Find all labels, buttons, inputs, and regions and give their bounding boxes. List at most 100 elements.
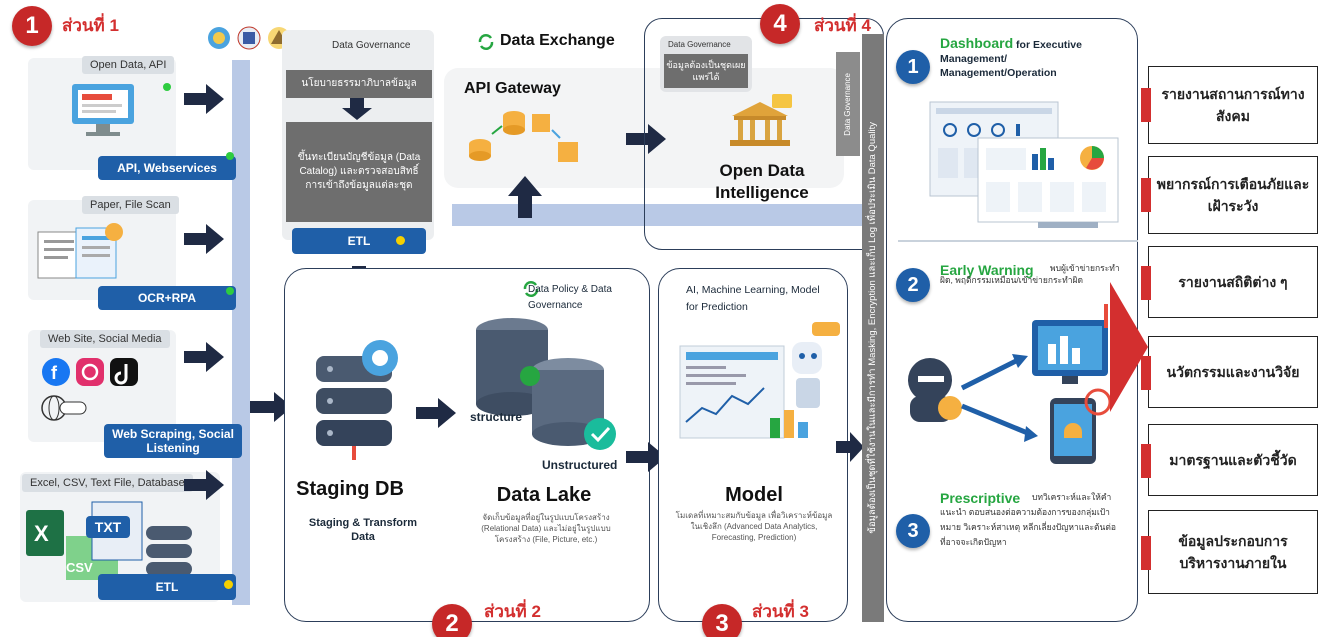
- section-3-badge: 3: [702, 604, 742, 637]
- arrow-right-icon: [250, 392, 292, 422]
- governance-header: Data Governance: [332, 40, 411, 51]
- open-data-title-line2: Intelligence: [715, 183, 809, 202]
- section-1-label: ส่วนที่ 1: [62, 16, 119, 35]
- result-marker: [1141, 536, 1151, 570]
- data-quality-text: ข้อมูลต้องเป็นชุดที่ใช้งานในและมีการทำ M…: [867, 122, 878, 534]
- status-dot: [226, 152, 234, 160]
- exchange-bus: [452, 204, 872, 226]
- open-data-title-line1: Open Data: [719, 161, 805, 180]
- arrow-right-icon: [836, 432, 864, 462]
- prescriptive-title: Prescriptive: [940, 490, 1021, 506]
- txt-label: TXT: [86, 516, 130, 538]
- model-title: Model: [725, 484, 783, 506]
- result-forecast-warning: พยากรณ์การเตือนภัยและเฝ้าระวัง: [1148, 156, 1318, 234]
- prescriptive-desc: บทวิเคราะห์และให้คำแนะนำ ตอบสนองต่อความต…: [940, 492, 1116, 547]
- result-marker: [1141, 88, 1151, 122]
- sync-icon: [523, 281, 539, 297]
- etl-button-governance[interactable]: ETL: [292, 228, 426, 254]
- governance-policy: นโยบายธรรมาภิบาลข้อมูล: [286, 70, 432, 98]
- arrow-right-icon: [184, 224, 224, 254]
- arrow-right-icon: [626, 124, 666, 154]
- section-1-badge: 1: [12, 6, 52, 46]
- arrow-right-icon: [184, 470, 224, 500]
- source-web-tag: Web Site, Social Media: [40, 330, 170, 348]
- section-3-label: ส่วนที่ 3: [752, 602, 809, 621]
- early-warning-desc: พบผู้เข้าข่ายกระทำผิด, พฤติกรรมเหมือน/เข…: [940, 263, 1120, 285]
- dashboard-title: Dashboard: [940, 35, 1014, 51]
- source-paper-tag: Paper, File Scan: [82, 196, 179, 214]
- source-collector-bar: [232, 60, 250, 605]
- staging-subtitle: Staging & Transform Data: [308, 517, 418, 543]
- status-dot: [224, 580, 233, 589]
- result-marker: [1141, 266, 1151, 300]
- dashboard-screens-icon: [929, 101, 1119, 228]
- section-2-badge: 2: [432, 604, 472, 637]
- early-warning-title: Early Warning: [940, 262, 1034, 278]
- api-webservices-button[interactable]: API, Webservices: [98, 156, 236, 180]
- section-2-label: ส่วนที่ 2: [484, 602, 541, 621]
- outputs-panel: [886, 18, 1138, 622]
- arrow-right-icon: [184, 84, 224, 114]
- output-arrow-icon: [1110, 282, 1148, 412]
- section-4-label: ส่วนที่ 4: [814, 16, 871, 35]
- arrow-right-icon: [416, 398, 456, 428]
- output-2-badge: 2: [896, 268, 930, 302]
- excel-csv-txt-icon: X: [26, 501, 192, 580]
- svg-text:f: f: [51, 363, 58, 383]
- result-social-report: รายงานสถานการณ์ทางสังคม: [1148, 66, 1318, 144]
- social-media-icons: f: [41, 358, 138, 421]
- dashboard-subtitle: for Executive Management/ Management/Ope…: [940, 39, 1082, 79]
- arrow-up-icon: [508, 176, 542, 218]
- data-governance-vertical-text: Data Governance: [843, 72, 852, 136]
- data-exchange-title: Data Exchange: [500, 32, 615, 49]
- government-building-icon: [730, 94, 792, 146]
- etl-button-source[interactable]: ETL: [98, 574, 236, 600]
- structure-label: structure: [470, 410, 523, 424]
- sync-icon: [478, 34, 494, 50]
- output-1-badge: 1: [896, 50, 930, 84]
- data-governance-vertical: Data Governance: [836, 52, 860, 156]
- open-data-note: ข้อมูลต้องเป็นชุดเผยแพร่ได้: [664, 54, 748, 88]
- model-desc: โมเดลที่เหมาะสมกับข้อมูล เพื่อวิเคราะห์ข…: [675, 511, 833, 542]
- lake-policy-text: Data Policy & Data Governance: [528, 284, 612, 311]
- output-3-badge: 3: [896, 514, 930, 548]
- result-standards-indicators: มาตรฐานและตัวชี้วัด: [1148, 424, 1318, 496]
- arrow-right-icon: [184, 342, 224, 372]
- result-statistics-report: รายงานสถิติต่าง ๆ: [1148, 246, 1318, 318]
- open-data-governance-header: Data Governance: [668, 40, 731, 49]
- section-4-badge: 4: [760, 4, 800, 44]
- result-marker: [1141, 356, 1151, 390]
- api-gateway-icon: [469, 111, 578, 162]
- svg-text:X: X: [34, 521, 49, 546]
- document-scan-icon: [37, 223, 123, 279]
- source-web-card: [28, 330, 176, 442]
- status-dot: [396, 236, 405, 245]
- ml-dashboard-icon: [679, 322, 840, 439]
- dashboard-heading: Dashboard for Executive Management/ Mana…: [940, 36, 1100, 80]
- result-marker: [1141, 444, 1151, 478]
- arrow-down-icon: [342, 98, 372, 120]
- unstructured-label: Unstructured: [542, 458, 618, 472]
- staging-title: Staging DB: [296, 478, 404, 500]
- arrow-right-icon: [626, 442, 666, 472]
- source-open-data-tag: Open Data, API: [82, 56, 175, 74]
- data-lake-desc: จัดเก็บข้อมูลที่อยู่ในรูปแบบโครงสร้าง (R…: [481, 513, 611, 544]
- result-innovation-research: นวัตกรรมและงานวิจัย: [1148, 336, 1318, 408]
- ocr-rpa-button[interactable]: OCR+RPA: [98, 286, 236, 310]
- source-files-tag: Excel, CSV, Text File, Database: [22, 474, 193, 492]
- model-header: AI, Machine Learning, Model for Predicti…: [686, 284, 820, 313]
- result-internal-management: ข้อมูลประกอบการบริหารงานภายใน: [1148, 510, 1318, 594]
- web-scraping-button[interactable]: Web Scraping, Social Listening: [104, 424, 242, 458]
- status-dot: [163, 83, 171, 91]
- outputs-divider: [898, 240, 1138, 242]
- early-warning-icon: [908, 304, 1112, 464]
- open-data-title: Open Data Intelligence: [690, 160, 834, 204]
- monitor-icon: [72, 84, 134, 136]
- data-lake-title: Data Lake: [496, 484, 592, 506]
- csv-label: CSV: [66, 560, 93, 575]
- governance-catalog: ขึ้นทะเบียนบัญชีข้อมูล (Data Catalog) แล…: [286, 122, 432, 222]
- data-quality-bar: ข้อมูลต้องเป็นชุดที่ใช้งานในและมีการทำ M…: [862, 34, 884, 622]
- data-lake-database-icon: [476, 318, 616, 450]
- api-gateway-title: API Gateway: [464, 80, 561, 97]
- status-dot: [226, 287, 234, 295]
